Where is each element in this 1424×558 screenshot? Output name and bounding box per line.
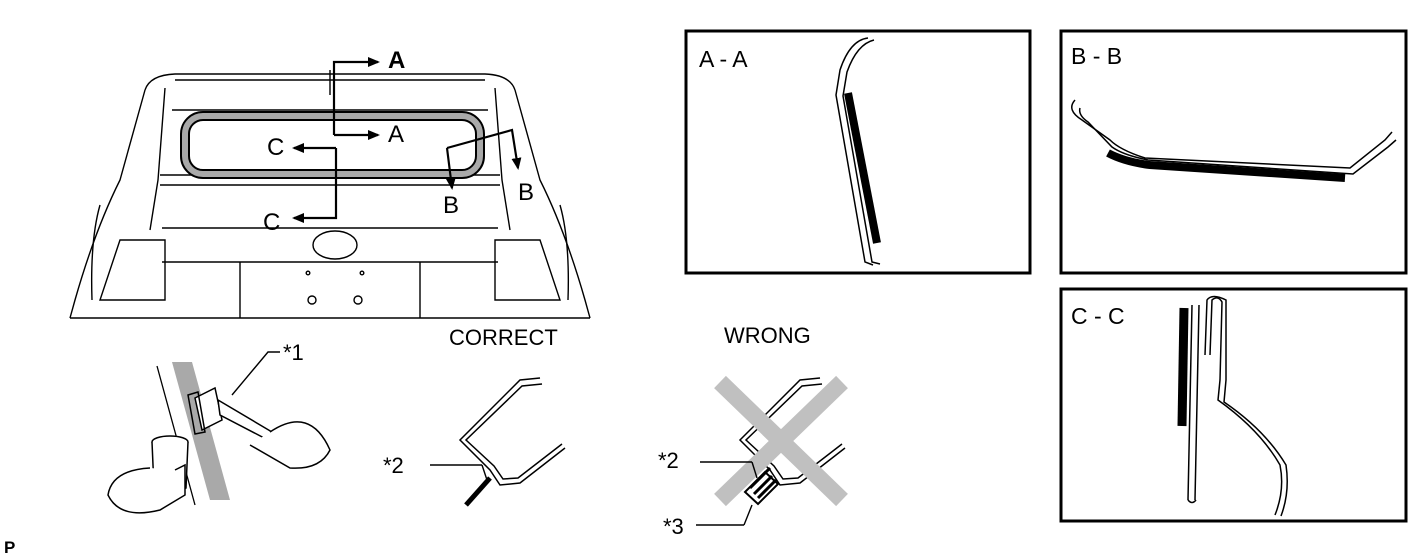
figure-corner-code: P xyxy=(4,538,15,557)
section-c-c-panel xyxy=(1059,287,1408,523)
correct-example xyxy=(458,377,566,486)
wrong-label: WRONG xyxy=(724,323,811,348)
correct-sealer xyxy=(464,476,492,507)
marker-b-left: B xyxy=(443,192,459,219)
section-c-c-panel-profile xyxy=(1187,295,1288,517)
section-b-b-sealer xyxy=(1106,149,1346,182)
section-c-c-sealer xyxy=(1177,307,1189,427)
section-cut-lines xyxy=(292,57,522,223)
callout-brush: *1 xyxy=(283,340,304,365)
wrong-callout-2: *2 xyxy=(658,448,679,473)
wrong-sealer xyxy=(743,466,780,506)
section-a-a-panel-profile xyxy=(835,37,881,266)
section-a-a-panel xyxy=(684,29,1032,275)
marker-a-top: A xyxy=(388,47,405,74)
wrong-cross-icon xyxy=(714,375,848,507)
back-door-glass-band xyxy=(180,111,485,179)
marker-c-top: C xyxy=(267,134,284,161)
section-b-b-panel xyxy=(1059,29,1408,275)
marker-c-bottom: C xyxy=(263,209,280,236)
marker-a-bottom: A xyxy=(388,121,404,148)
vehicle-rear-view xyxy=(69,70,591,319)
section-a-a-sealer xyxy=(844,92,881,244)
brush-icon xyxy=(187,386,331,469)
correct-label: CORRECT xyxy=(449,325,558,350)
marker-b-right: B xyxy=(518,179,534,206)
section-b-b-panel-profile xyxy=(1071,99,1397,175)
section-a-a-title: A - A xyxy=(699,46,748,72)
primer-application-view xyxy=(107,351,331,514)
primer-cup-icon xyxy=(107,435,189,514)
wrong-callout-3: *3 xyxy=(663,514,684,539)
correct-callout: *2 xyxy=(383,453,404,478)
section-c-c-title: C - C xyxy=(1071,303,1125,329)
section-b-b-title: B - B xyxy=(1071,43,1122,69)
